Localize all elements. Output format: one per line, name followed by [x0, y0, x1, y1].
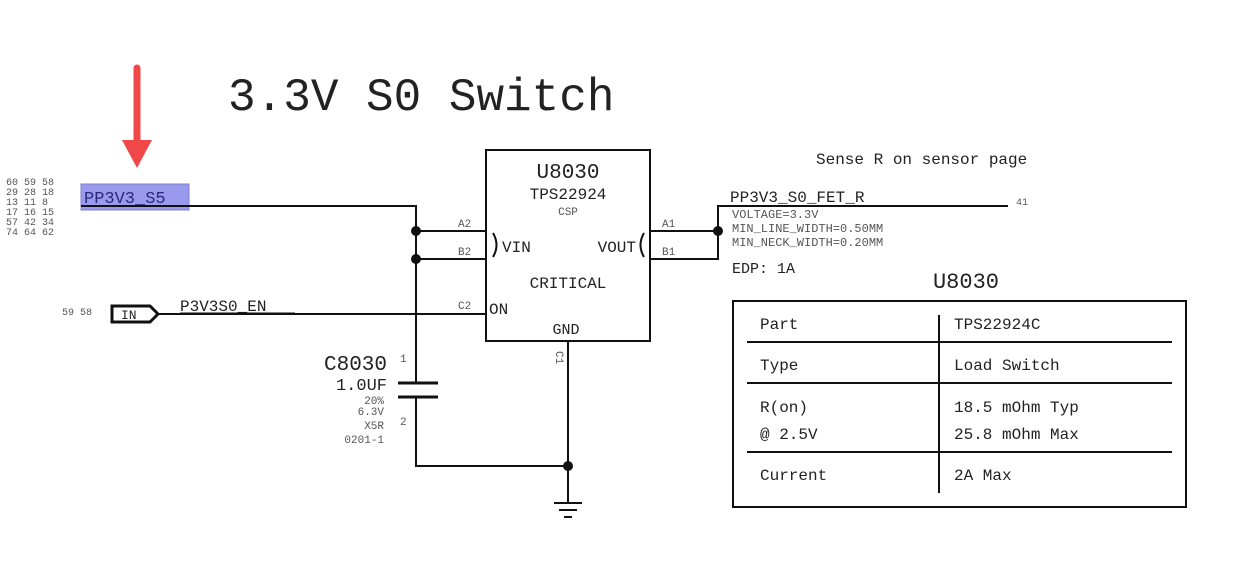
input-port-label: IN	[121, 308, 137, 323]
page-ref: 57 42 34	[6, 218, 54, 229]
page-title: 3.3V S0 Switch	[228, 72, 614, 124]
ic-body[interactable]	[485, 149, 651, 342]
net-property: MIN_NECK_WIDTH=0.20MM	[732, 236, 883, 250]
pin-on-label: ON	[489, 301, 508, 319]
ic-package: CSP	[558, 207, 578, 219]
cap-value: 1.0UF	[336, 377, 387, 396]
pin-vin-label: VIN	[502, 239, 531, 257]
page-ref: 13 11 8	[6, 198, 48, 209]
ground-icon	[554, 502, 582, 518]
page-ref: 29 28 18	[6, 188, 54, 199]
cap-pin2: 2	[400, 417, 407, 429]
pin-number: B1	[662, 247, 676, 259]
pin-number: A1	[662, 219, 676, 231]
pin-number: C2	[458, 301, 471, 313]
page-ref: 74 64 62	[6, 228, 54, 239]
spec-value: 18.5 mOhm Typ	[954, 399, 1079, 417]
input-net-label[interactable]: PP3V3_S5	[84, 190, 166, 209]
cap-refdes: C8030	[324, 354, 387, 377]
pin-gnd-label: GND	[552, 322, 579, 339]
net-property: MIN_LINE_WIDTH=0.50MM	[732, 222, 883, 236]
edp-label: EDP: 1A	[732, 261, 795, 278]
spec-value: Load Switch	[954, 357, 1060, 375]
ic-part: TPS22924	[530, 186, 607, 204]
pin-number: A2	[458, 219, 471, 231]
spec-row: Current 2A Max	[760, 467, 1012, 485]
spec-value: 2A Max	[954, 467, 1012, 485]
junction-dot	[563, 461, 573, 471]
junction-dot	[713, 226, 723, 236]
pin-number: C1	[552, 351, 564, 365]
annotation-arrow	[122, 64, 152, 168]
enable-page-refs: 59 58	[62, 308, 92, 319]
cap-dielectric: X5R	[364, 421, 384, 433]
input-wire	[81, 205, 568, 467]
pin-number: B2	[458, 247, 471, 259]
junction-dot	[411, 254, 421, 264]
spec-label: R(on)	[760, 399, 808, 417]
junction-dot	[411, 226, 421, 236]
spec-value: TPS22924C	[954, 316, 1040, 334]
output-page-ref: 41	[1016, 198, 1028, 209]
spec-label: Part	[760, 316, 798, 334]
page-ref: 60 59 58	[6, 178, 54, 189]
cap-pin1: 1	[400, 354, 407, 366]
spec-label: @ 2.5V	[760, 426, 818, 444]
pin-vout-label: VOUT	[598, 239, 636, 257]
net-property: VOLTAGE=3.3V	[732, 208, 819, 222]
vout-bus-bracket	[639, 232, 645, 258]
spec-label: Current	[760, 467, 827, 485]
spec-table-title: U8030	[933, 270, 999, 295]
ic-refdes: U8030	[536, 162, 599, 185]
spec-table	[732, 300, 1187, 508]
ic-class: CRITICAL	[530, 275, 607, 293]
spec-label: Type	[760, 357, 798, 375]
input-port-symbol[interactable]	[110, 304, 161, 324]
cap-tolerance: 20%	[364, 396, 384, 408]
enable-net-label[interactable]: P3V3S0_EN	[180, 298, 266, 316]
capacitor-labels: C8030 1.0UF 20% 6.3V X5R 0201-1	[324, 354, 387, 447]
input-net-page-refs: 60 59 58 29 28 18 13 11 8 17 16 15 57 42…	[6, 178, 54, 239]
page-ref: 17 16 15	[6, 208, 54, 219]
cap-voltage: 6.3V	[358, 407, 385, 419]
spec-value: 25.8 mOhm Max	[954, 426, 1079, 444]
spec-row: Type Load Switch	[760, 357, 1060, 375]
output-net-label[interactable]: PP3V3_S0_FET_R	[730, 189, 865, 207]
cap-package: 0201-1	[344, 435, 384, 447]
vin-bus-bracket	[492, 232, 498, 258]
spec-row: R(on) @ 2.5V 18.5 mOhm Typ 25.8 mOhm Max	[760, 399, 1079, 444]
spec-row: Part TPS22924C	[760, 316, 1040, 334]
sense-note: Sense R on sensor page	[816, 151, 1027, 169]
